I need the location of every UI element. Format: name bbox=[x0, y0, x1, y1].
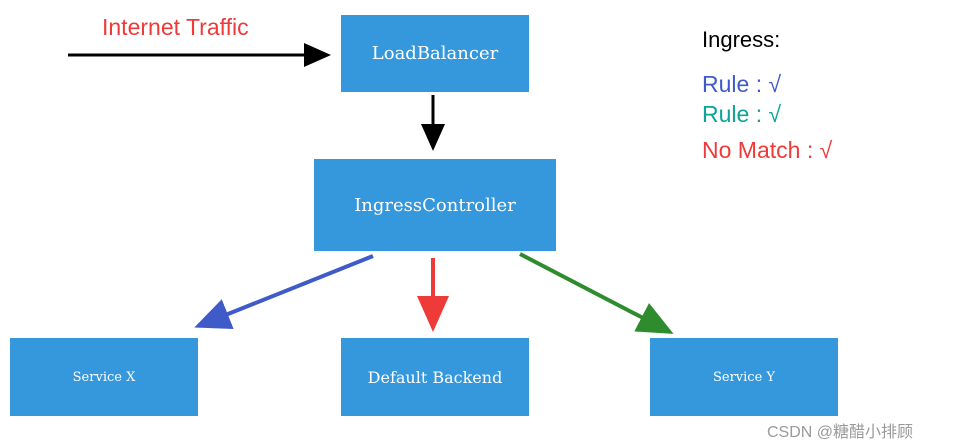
ingress-controller-node: IngressController bbox=[314, 159, 556, 251]
load-balancer-label: LoadBalancer bbox=[371, 43, 499, 64]
legend-no-match: No Match : √ bbox=[702, 137, 833, 163]
load-balancer-node: LoadBalancer bbox=[341, 15, 529, 92]
legend-title: Ingress: bbox=[702, 27, 781, 52]
service-y-label: Service Y bbox=[712, 369, 775, 385]
service-x-node: Service X bbox=[10, 338, 198, 416]
csdn-watermark: CSDN @糖醋小排顾 bbox=[767, 424, 914, 441]
ingress-controller-label: IngressController bbox=[354, 194, 516, 216]
internet-traffic-label: Internet Traffic bbox=[102, 14, 249, 40]
legend-rule-1: Rule : √ bbox=[702, 71, 782, 97]
legend-rule-2: Rule : √ bbox=[702, 101, 782, 127]
default-backend-node: Default Backend bbox=[341, 338, 529, 416]
service-x-label: Service X bbox=[72, 369, 136, 385]
default-backend-label: Default Backend bbox=[367, 367, 503, 387]
controller-to-service-x-arrow bbox=[194, 254, 374, 329]
controller-to-service-y-arrow bbox=[519, 252, 674, 334]
service-y-node: Service Y bbox=[650, 338, 838, 416]
